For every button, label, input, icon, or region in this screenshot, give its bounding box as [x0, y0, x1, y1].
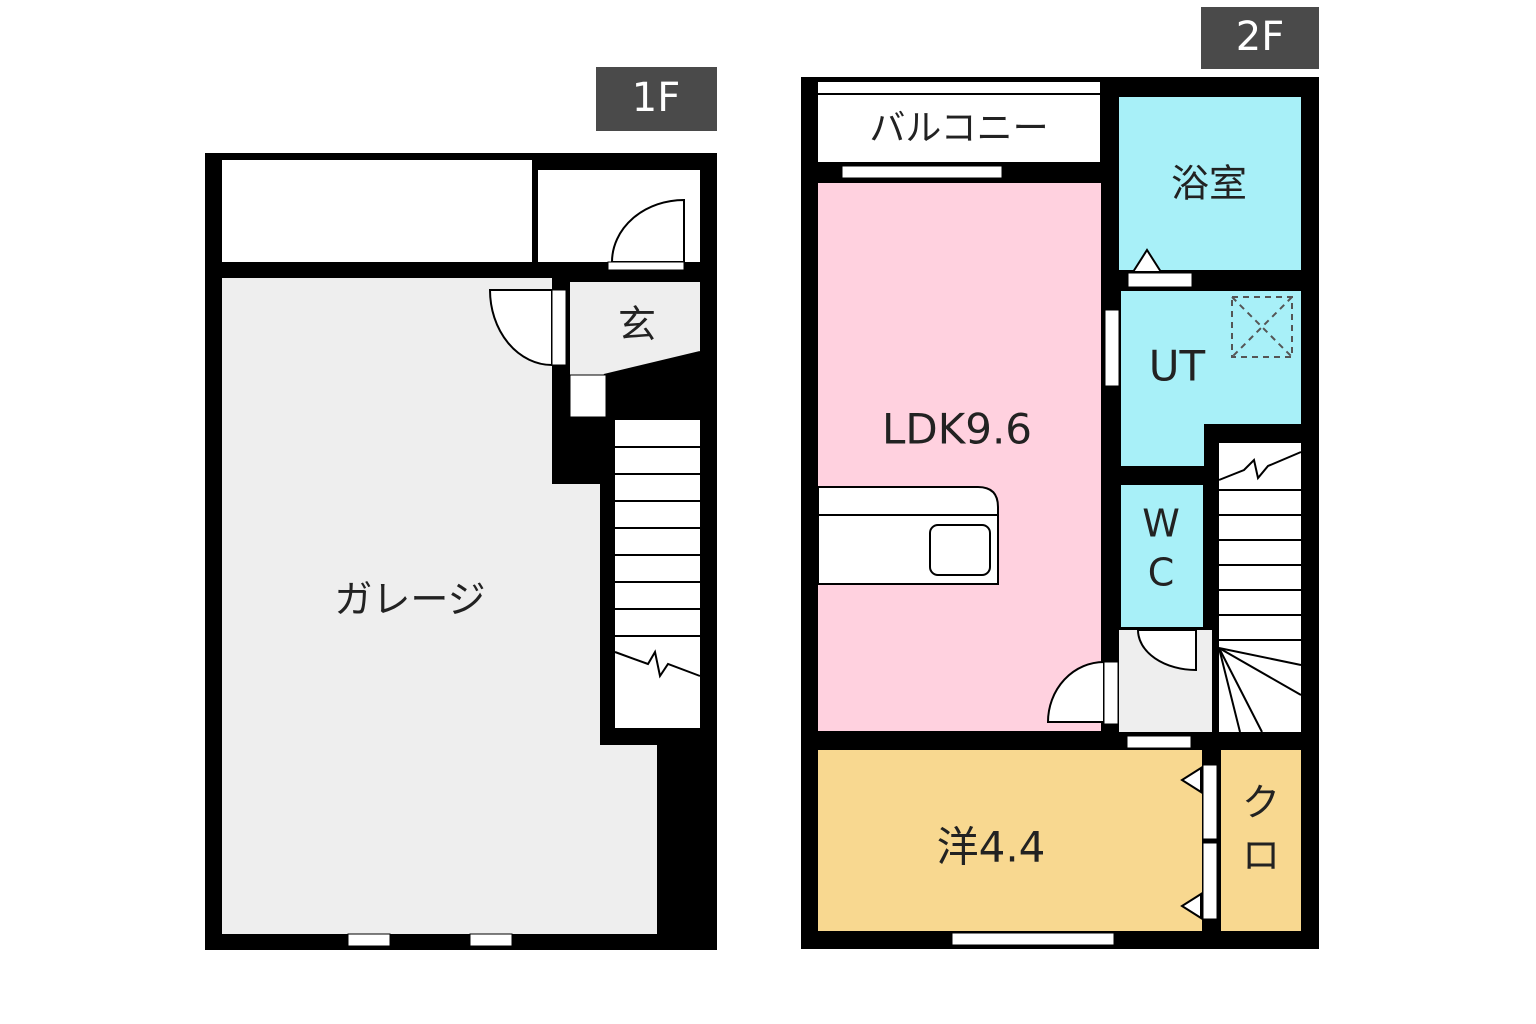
room-label-ut: UT: [1149, 342, 1206, 391]
room-label-wc-2: C: [1148, 551, 1175, 595]
room-label-garage: ガレージ: [334, 578, 485, 622]
floor-2f: バルコニー 浴室 UT LDK9.6 W C 洋4.4 ク ロ: [801, 77, 1319, 949]
floor-badge-1f: 1F: [596, 67, 717, 131]
stairs-1f: [614, 420, 701, 728]
room-label-closet-1: ク: [1242, 781, 1280, 825]
room-genkan: [570, 282, 700, 375]
garage-door-arc: [488, 289, 553, 367]
room-ldk: [818, 183, 1101, 731]
room-label-bath: 浴室: [1171, 162, 1247, 206]
kitchen-sink: [929, 524, 991, 576]
room-ut: [1121, 291, 1301, 466]
floor-1f: ガレージ 玄: [205, 153, 717, 950]
window-2f-bottom: [951, 932, 1115, 946]
room-label-genkan: 玄: [618, 303, 656, 347]
room-closet: [1221, 750, 1301, 931]
window-1f-b: [469, 933, 513, 947]
room-balcony: [818, 82, 1100, 162]
room-western: [818, 750, 1202, 931]
room-bath: [1119, 97, 1301, 270]
floor-badge-1f-label: 1F: [632, 75, 680, 121]
stairs-2f: [1218, 443, 1302, 733]
floor-badge-2f: 2F: [1201, 7, 1319, 69]
room-label-wc-1: W: [1142, 502, 1180, 546]
garage-front-opening: [222, 160, 532, 262]
floor-badge-2f-label: 2F: [1236, 14, 1284, 60]
entry-door-arc: [610, 198, 685, 263]
room-label-western: 洋4.4: [937, 823, 1046, 872]
room-label-balcony: バルコニー: [869, 108, 1048, 149]
room-label-closet-2: ロ: [1242, 834, 1280, 878]
room-garage: [222, 278, 657, 934]
room-wc: [1121, 485, 1203, 627]
room-label-ldk: LDK9.6: [882, 405, 1032, 454]
window-1f-a: [347, 933, 391, 947]
